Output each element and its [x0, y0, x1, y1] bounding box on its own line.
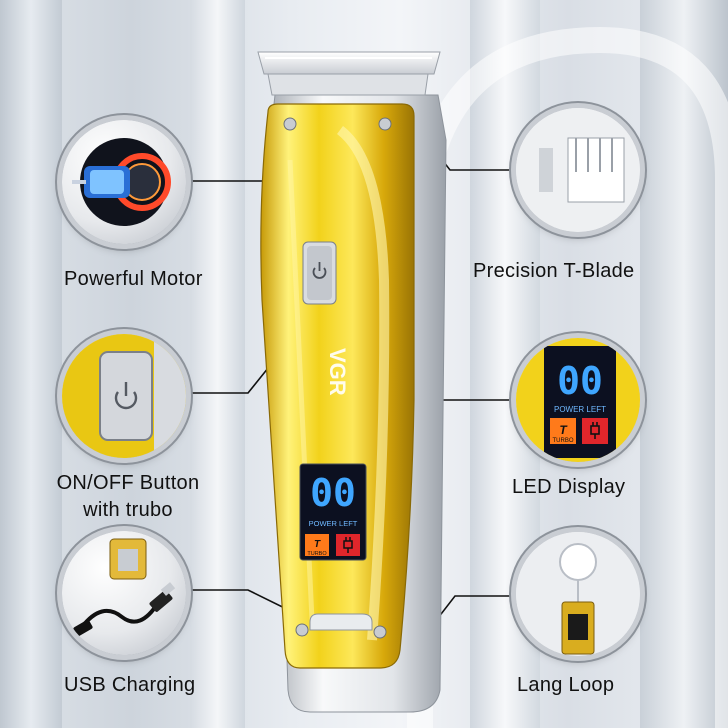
button-circle	[62, 334, 186, 458]
label-with-trubo: with trubo	[83, 499, 173, 521]
label-lang-loop: Lang Loop	[517, 674, 615, 696]
usb-circle	[62, 531, 186, 655]
display-digits: 00	[310, 471, 356, 515]
svg-text:TURBO: TURBO	[553, 438, 574, 444]
plug-icon	[343, 537, 353, 553]
label-precision-t-blade: Precision T-Blade	[473, 260, 635, 282]
brand-logo: VGR	[325, 348, 350, 396]
svg-text:POWER LEFT: POWER LEFT	[554, 405, 606, 414]
svg-text:T: T	[559, 423, 568, 437]
t-blade	[257, 51, 441, 75]
display-caption: POWER LEFT	[309, 519, 358, 528]
display-circle: 00 POWER LEFT T TURBO	[516, 338, 640, 462]
motor-icon	[72, 138, 171, 226]
svg-text:T: T	[314, 539, 321, 550]
label-powerful-motor: Powerful Motor	[64, 268, 203, 290]
loop-circle	[516, 532, 640, 656]
label-usb-charging: USB Charging	[64, 674, 196, 696]
blade-circle	[516, 108, 640, 232]
turbo-label: TURBO	[307, 551, 327, 557]
label-led-display: LED Display	[512, 476, 626, 498]
usb-cable-icon	[73, 538, 176, 637]
hanging-loop-icon	[516, 532, 640, 656]
power-icon	[312, 262, 327, 279]
motor-circle	[62, 120, 186, 244]
turbo-indicator	[305, 534, 329, 556]
background-pillar	[0, 0, 62, 728]
power-icon	[114, 382, 138, 410]
plug-icon	[590, 422, 600, 439]
background-pillar	[190, 0, 245, 728]
svg-text:00: 00	[557, 359, 603, 403]
plug-indicator	[336, 534, 360, 556]
t-blade-icon	[516, 108, 640, 232]
label-on-off-button: ON/OFF Button	[56, 472, 200, 494]
